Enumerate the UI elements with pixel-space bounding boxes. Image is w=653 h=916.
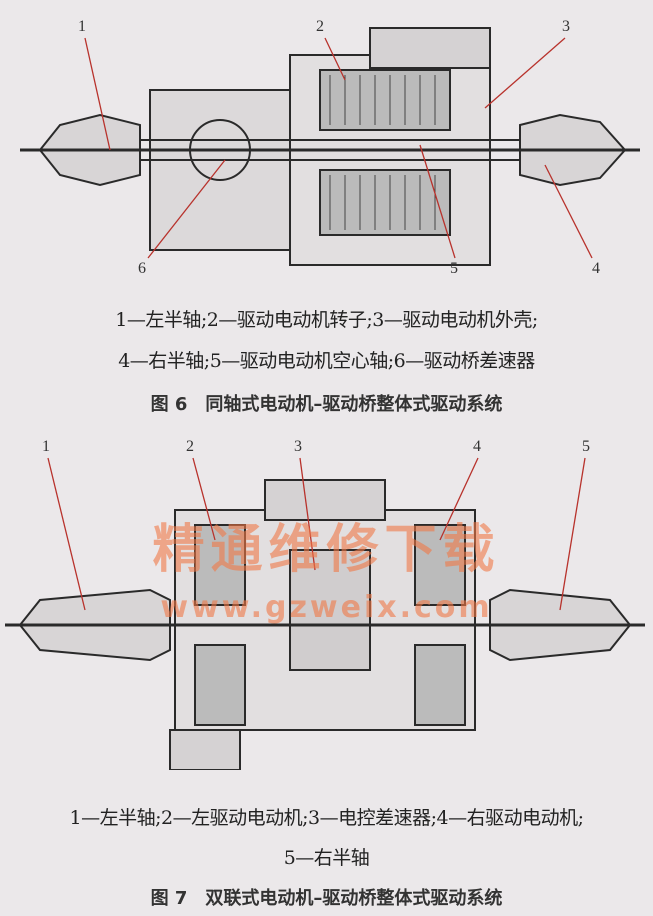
fig7-callout-3: 3	[294, 438, 302, 455]
fig6-callout-6: 6	[138, 260, 146, 277]
fig7-legend-line2: 5—右半轴	[283, 847, 370, 869]
fig6-callout-4: 4	[592, 260, 600, 277]
watermark-title: 精通维修下载	[152, 520, 501, 580]
figure7-diagram	[5, 457, 645, 770]
fig6-callout-3: 3	[562, 18, 570, 35]
fig7-caption: 图 7 双联式电动机–驱动桥整体式驱动系统	[150, 888, 503, 909]
fig7-callout-1: 1	[42, 438, 50, 455]
fig6-callout-1: 1	[78, 18, 86, 35]
fig7-callout-5: 5	[582, 438, 590, 455]
watermark-url: www.gzweix.com	[160, 590, 493, 625]
fig6-legend-line2: 4—右半轴;5—驱动电动机空心轴;6—驱动桥差速器	[118, 350, 535, 372]
fig7-callout-4: 4	[473, 438, 481, 455]
fig6-caption: 图 6 同轴式电动机–驱动桥整体式驱动系统	[150, 394, 503, 415]
figure6-diagram	[20, 27, 640, 266]
fig6-callout-2: 2	[316, 18, 324, 35]
fig6-callout-5: 5	[450, 260, 458, 277]
fig7-legend-line1: 1—左半轴;2—左驱动电动机;3—电控差速器;4—右驱动电动机;	[69, 807, 584, 829]
fig7-callout-2: 2	[186, 438, 194, 455]
fig6-legend-line1: 1—左半轴;2—驱动电动机转子;3—驱动电动机外壳;	[115, 309, 538, 331]
